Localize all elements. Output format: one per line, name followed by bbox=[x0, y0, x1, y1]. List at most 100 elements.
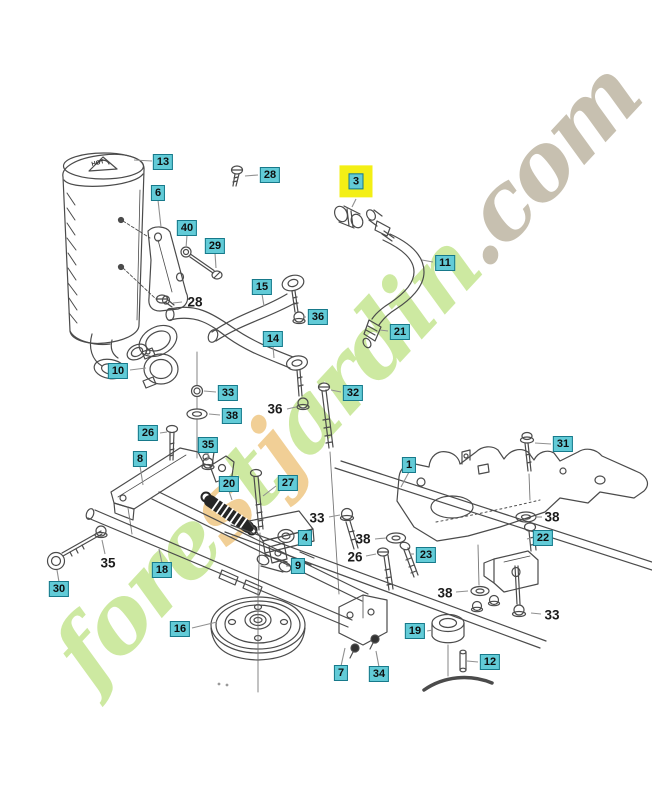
part-callout-38: 38 bbox=[544, 509, 560, 525]
pin-9 bbox=[256, 554, 292, 573]
part-callout-11: 11 bbox=[435, 255, 455, 271]
part-callout-38: 38 bbox=[221, 408, 243, 424]
leader-line bbox=[133, 159, 153, 162]
part-callout-31: 31 bbox=[552, 436, 574, 452]
leader-line bbox=[262, 485, 277, 497]
part-callout-34: 34 bbox=[368, 666, 390, 682]
screw-28-top bbox=[230, 165, 244, 187]
part-callout-9: 9 bbox=[290, 558, 306, 574]
part-callout-23: 23 bbox=[415, 547, 437, 563]
tension-bracket-part bbox=[248, 510, 315, 564]
part-callout-13: 13 bbox=[152, 154, 174, 170]
rear-bracket-part bbox=[470, 544, 539, 618]
leader-line bbox=[374, 537, 387, 540]
part-callout-35: 35 bbox=[197, 437, 219, 453]
idler-arm-part bbox=[110, 447, 235, 535]
part-callout-8: 8 bbox=[132, 451, 148, 467]
part-callout-7: 7 bbox=[333, 665, 349, 681]
part-callout-15: 15 bbox=[251, 279, 273, 295]
bolt-32 bbox=[317, 382, 340, 595]
eye-bolt-part bbox=[46, 525, 108, 571]
part-callout-14: 14 bbox=[262, 331, 284, 347]
part-callout-35: 35 bbox=[100, 555, 116, 571]
part-callout-33: 33 bbox=[217, 385, 239, 401]
leader-line bbox=[158, 548, 163, 564]
screw-28-lower bbox=[155, 294, 175, 308]
spring-part bbox=[200, 491, 258, 536]
part-callout-22: 22 bbox=[532, 530, 554, 546]
part-callout-26: 26 bbox=[347, 549, 363, 565]
part-callout-27: 27 bbox=[277, 475, 299, 491]
part-callout-1: 1 bbox=[401, 457, 417, 473]
tire-arc bbox=[422, 675, 494, 692]
leader-line bbox=[172, 301, 183, 304]
part-callout-29: 29 bbox=[204, 238, 226, 254]
part-callout-32: 32 bbox=[342, 385, 364, 401]
leader-line bbox=[526, 537, 532, 540]
leader-line bbox=[244, 174, 259, 177]
svg-text:HOT: HOT bbox=[91, 159, 105, 168]
part-callout-36: 36 bbox=[307, 309, 329, 325]
part-callout-33: 33 bbox=[544, 607, 560, 623]
part-callout-38: 38 bbox=[355, 531, 371, 547]
leader-line bbox=[139, 465, 144, 486]
leader-line bbox=[129, 367, 147, 371]
bushing-part bbox=[431, 613, 465, 677]
part-callout-20: 20 bbox=[218, 476, 240, 492]
part-callout-19: 19 bbox=[404, 623, 426, 639]
part-callout-4: 4 bbox=[297, 530, 313, 546]
clamp-part bbox=[141, 347, 179, 389]
leader-line bbox=[455, 590, 469, 593]
leader-line bbox=[208, 413, 221, 416]
bolt-31 bbox=[519, 431, 535, 501]
leader-line bbox=[272, 345, 275, 359]
part-callout-28: 28 bbox=[187, 294, 203, 310]
part-callout-10: 10 bbox=[107, 363, 129, 379]
leader-line bbox=[159, 431, 168, 434]
leader-line bbox=[466, 660, 479, 663]
part-callout-21: 21 bbox=[389, 324, 411, 340]
fitting-part bbox=[333, 205, 364, 229]
part-callout-3: 3 bbox=[339, 165, 373, 198]
upper-hose-part bbox=[362, 209, 425, 349]
muffler-part: HOT bbox=[62, 152, 178, 380]
leader-line bbox=[365, 553, 377, 557]
frame-plate-part bbox=[396, 446, 649, 542]
idler-pulley-part bbox=[210, 591, 306, 693]
nut-33-washer-38-column bbox=[186, 351, 208, 459]
leader-line bbox=[530, 612, 542, 615]
part-callout-12: 12 bbox=[479, 654, 501, 670]
muffler-bracket-part bbox=[122, 220, 189, 312]
part-callout-33: 33 bbox=[309, 510, 325, 526]
part-callout-30: 30 bbox=[48, 581, 70, 597]
leader-line bbox=[375, 650, 380, 668]
part-callout-38: 38 bbox=[437, 585, 453, 601]
pin-12 bbox=[459, 649, 467, 673]
leader-line bbox=[261, 293, 265, 307]
bolt-23 bbox=[399, 541, 419, 578]
part-callout-40: 40 bbox=[176, 220, 198, 236]
leader-line bbox=[228, 490, 233, 501]
leader-line bbox=[328, 514, 341, 518]
part-callout-36: 36 bbox=[267, 401, 283, 417]
leader-line bbox=[56, 569, 60, 583]
hot-warning-icon: HOT bbox=[88, 156, 118, 172]
exhaust-pipe-part bbox=[207, 274, 306, 343]
leader-line bbox=[157, 199, 162, 228]
leader-line bbox=[214, 252, 217, 269]
part-callout-6: 6 bbox=[150, 185, 166, 201]
leader-line bbox=[203, 390, 217, 393]
part-callout-26: 26 bbox=[137, 425, 159, 441]
leader-line bbox=[191, 621, 218, 629]
leader-line bbox=[351, 198, 357, 208]
leader-line bbox=[101, 539, 106, 555]
leader-line bbox=[400, 471, 410, 488]
end-bracket-part bbox=[338, 594, 388, 659]
bolt-26-left bbox=[165, 424, 179, 461]
bolt-29 bbox=[189, 253, 223, 280]
leader-line bbox=[330, 389, 342, 393]
